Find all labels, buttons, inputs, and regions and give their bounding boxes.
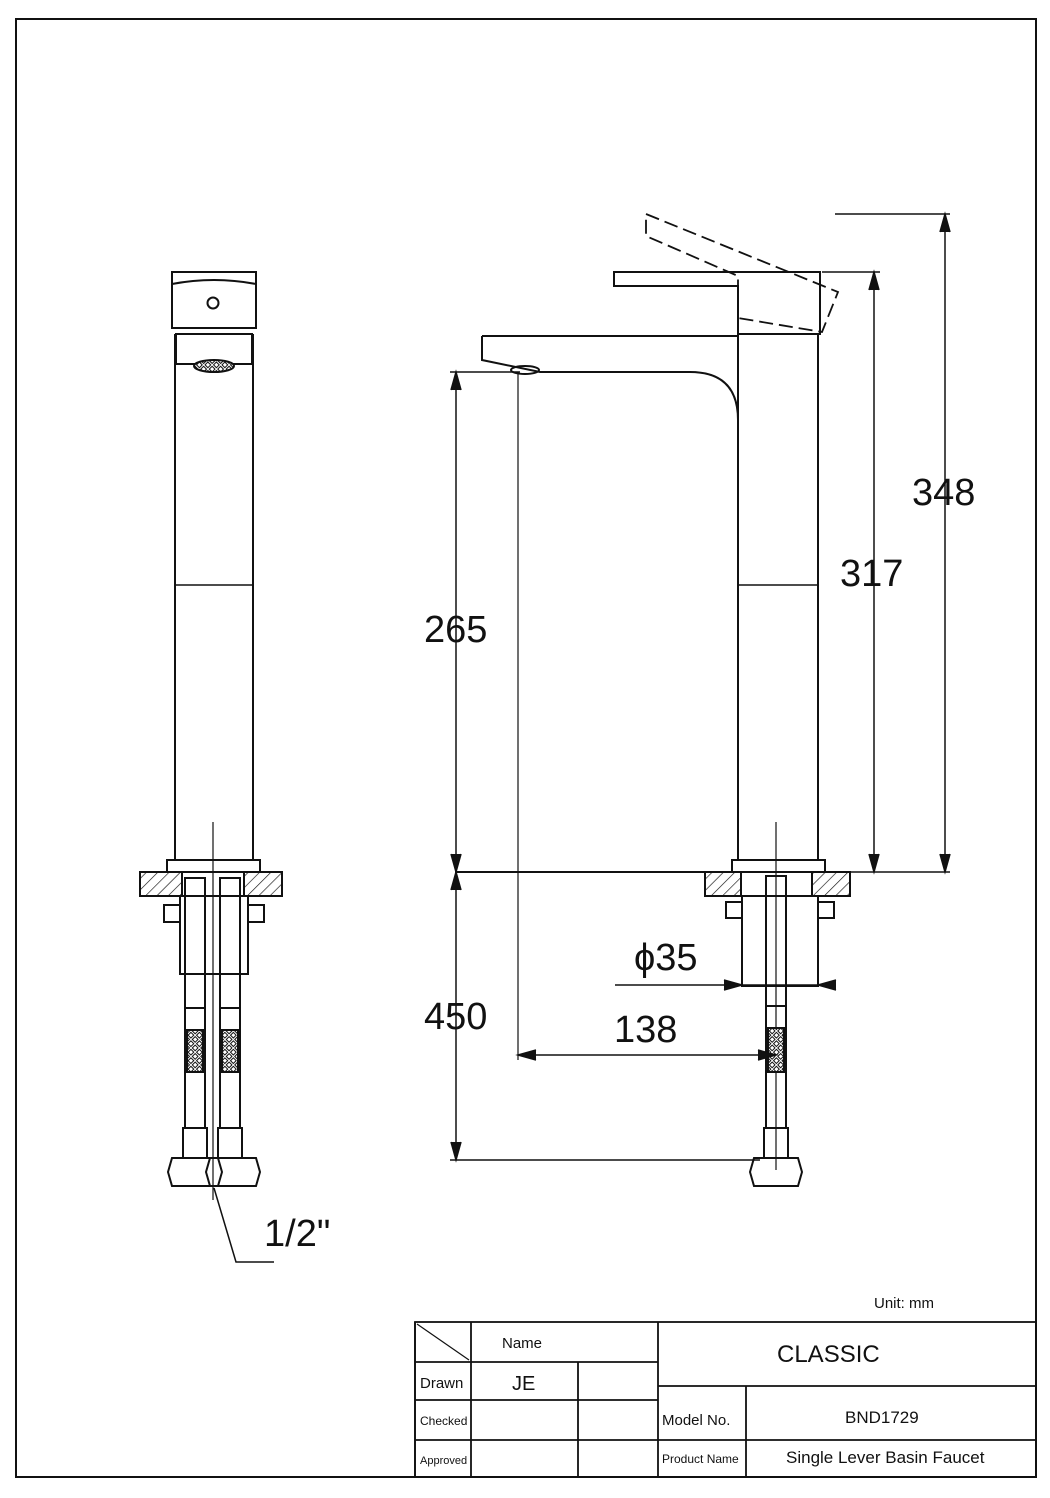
dim-connection-size: 1/2" <box>264 1213 330 1255</box>
checked-label: Checked <box>420 1414 467 1428</box>
title-block <box>414 1321 1037 1478</box>
dim-handle-height: 317 <box>840 553 903 595</box>
front-view <box>455 212 851 1187</box>
dim-spout-reach: 138 <box>614 1009 677 1051</box>
product-label: Product Name <box>662 1452 739 1466</box>
product-value: Single Lever Basin Faucet <box>786 1448 985 1467</box>
name-header: Name <box>502 1335 542 1352</box>
drawn-name: JE <box>512 1373 535 1395</box>
approved-label: Approved <box>420 1455 467 1467</box>
dim-base-diameter: ϕ35 <box>634 937 698 979</box>
dimension-lines <box>450 211 951 1163</box>
dim-spout-height: 265 <box>424 609 487 651</box>
drawn-label: Drawn <box>420 1375 463 1392</box>
screw-hole-icon <box>206 296 220 310</box>
model-value: BND1729 <box>845 1408 919 1427</box>
side-view <box>139 271 283 1263</box>
unit-label: Unit: mm <box>874 1295 934 1312</box>
model-label: Model No. <box>662 1412 730 1429</box>
dim-overall-height: 348 <box>912 472 975 514</box>
dim-below-deck: 450 <box>424 996 487 1038</box>
drawing-frame <box>15 18 1037 1478</box>
series-title: CLASSIC <box>777 1341 880 1368</box>
aerator-icon <box>193 359 235 373</box>
